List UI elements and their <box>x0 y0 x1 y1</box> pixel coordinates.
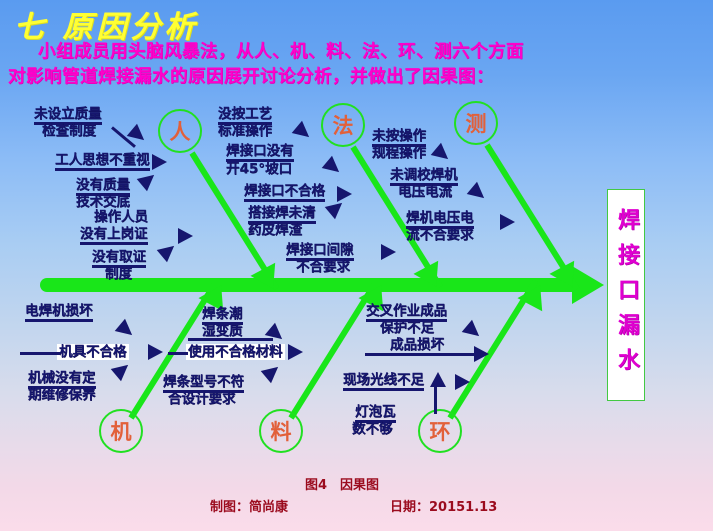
cause-ren-9: 制度 <box>105 266 132 282</box>
cause-arrow-huan-2 <box>474 346 489 362</box>
cause-arrow-fa-3 <box>337 186 352 202</box>
cause-arrow-ren-3 <box>136 168 160 192</box>
cause-ren-3: 工人思想不重视 <box>55 152 150 171</box>
cause-huan-3: 成品损坏 <box>390 337 444 353</box>
cause-fa-9: 不合要求 <box>296 259 350 275</box>
cause-liao-4: 焊条型号不符 <box>163 374 244 393</box>
cause-fa-1: 没按工艺 <box>218 106 272 125</box>
cause-fa-5: 焊接口不合格 <box>244 183 325 202</box>
cause-arrow-ji-1 <box>114 318 138 342</box>
cause-fa-4: 开45°坡口 <box>226 161 293 177</box>
cause-arrow-liao-1 <box>264 322 288 346</box>
cause-fa-7: 药皮焊渣 <box>248 222 302 238</box>
cause-arrow-fa-2 <box>321 155 345 179</box>
cause-ce-4: 电压电流 <box>398 184 452 200</box>
cause-arrow-liao-3 <box>260 360 284 384</box>
cause-huan-4: 现场光线不足 <box>343 372 424 391</box>
cause-arrow-huan-3 <box>455 374 470 390</box>
intro-paragraph: 小组成员用头脑风暴法，从人、机、料、法、环、测六个方面 对影响管道焊接漏水的原因… <box>8 40 708 90</box>
cause-rule-huan-5 <box>434 386 437 414</box>
cause-ji-1: 电焊机损坏 <box>25 303 93 322</box>
effect-text: 焊接口漏水 <box>614 207 639 383</box>
cause-huan-5: 灯泡瓦 <box>355 404 396 423</box>
cause-huan-1: 交叉作业成品 <box>366 303 447 322</box>
cause-ce-3: 未调校焊机 <box>390 167 458 186</box>
cause-ce-6: 流不合要求 <box>406 227 474 243</box>
cause-ce-1: 未按操作 <box>372 128 426 147</box>
cause-ren-5: 技术交底 <box>76 194 130 210</box>
intro-line-2: 对影响管道焊接漏水的原因展开讨论分析，并做出了因果图： <box>8 67 494 87</box>
cause-arrow-ren-4 <box>178 228 193 244</box>
cause-arrow-fa-5 <box>381 244 396 260</box>
cause-arrow-ce-1 <box>430 142 454 166</box>
cause-rule-ji-2 <box>20 352 60 355</box>
cause-rule-liao-1 <box>188 338 273 341</box>
cause-fa-8: 焊接口间隙 <box>286 242 354 261</box>
cause-ji-2: 机具不合格 <box>57 344 129 360</box>
cause-arrow-ren-2 <box>152 154 167 170</box>
category-circle-fa[interactable]: 法 <box>321 103 365 147</box>
cause-liao-5: 合设计要求 <box>168 391 236 407</box>
cause-arrow-huan-4 <box>430 372 446 387</box>
cause-arrow-ren-5 <box>156 239 180 263</box>
cause-arrow-liao-2 <box>288 344 303 360</box>
cause-ren-4: 没有质量 <box>76 177 130 196</box>
cause-rule-huan-3 <box>365 353 475 356</box>
effect-box: 焊接口漏水 <box>607 189 645 401</box>
figure-caption: 图4 因果图 <box>305 478 380 493</box>
date-label: 日期：20151.13 <box>390 500 498 515</box>
cause-ce-2: 规程操作 <box>372 145 426 161</box>
cause-arrow-huan-1 <box>461 319 485 343</box>
fishbone-spine <box>40 278 585 292</box>
cause-arrow-ji-3 <box>110 358 134 382</box>
cause-ji-4: 期维修保养 <box>28 387 96 403</box>
intro-line-1: 小组成员用头脑风暴法，从人、机、料、法、环、测六个方面 <box>38 42 524 62</box>
cause-ren-6: 操作人员 <box>94 209 148 225</box>
category-circle-ji[interactable]: 机 <box>99 409 143 453</box>
category-circle-ren[interactable]: 人 <box>158 109 202 153</box>
cause-ren-2: 检查制度 <box>42 123 96 139</box>
cause-ren-7: 没有上岗证 <box>80 226 148 245</box>
cause-rule-liao-3 <box>168 352 188 355</box>
cause-fa-3: 焊接口没有 <box>226 143 294 162</box>
cause-arrow-ce-3 <box>500 214 515 230</box>
category-circle-liao[interactable]: 料 <box>259 409 303 453</box>
page-title: 七 原因分析 <box>14 10 199 45</box>
cause-ren-1: 未设立质量 <box>34 106 102 125</box>
cause-ren-8: 没有取证 <box>92 249 146 268</box>
cause-ce-5: 焊机电压电 <box>406 210 474 229</box>
cause-huan-2: 保护不足 <box>380 320 434 336</box>
cause-arrow-ce-2 <box>466 181 490 205</box>
category-circle-ce[interactable]: 测 <box>454 101 498 145</box>
cause-ji-3: 机械没有定 <box>28 370 96 389</box>
cause-fa-6: 搭接焊未清 <box>248 205 316 224</box>
category-circle-huan[interactable]: 环 <box>418 409 462 453</box>
cause-huan-6: 数不够 <box>352 421 393 437</box>
cause-arrow-fa-1 <box>291 120 315 144</box>
cause-arrow-ji-2 <box>148 344 163 360</box>
cause-liao-1: 焊条潮 <box>202 306 243 325</box>
cause-fa-2: 标准操作 <box>218 123 272 139</box>
author-credit: 制图：简尚康 <box>210 500 289 515</box>
cause-liao-3: 使用不合格材料 <box>186 344 285 360</box>
cause-liao-2: 湿变质 <box>202 323 243 339</box>
